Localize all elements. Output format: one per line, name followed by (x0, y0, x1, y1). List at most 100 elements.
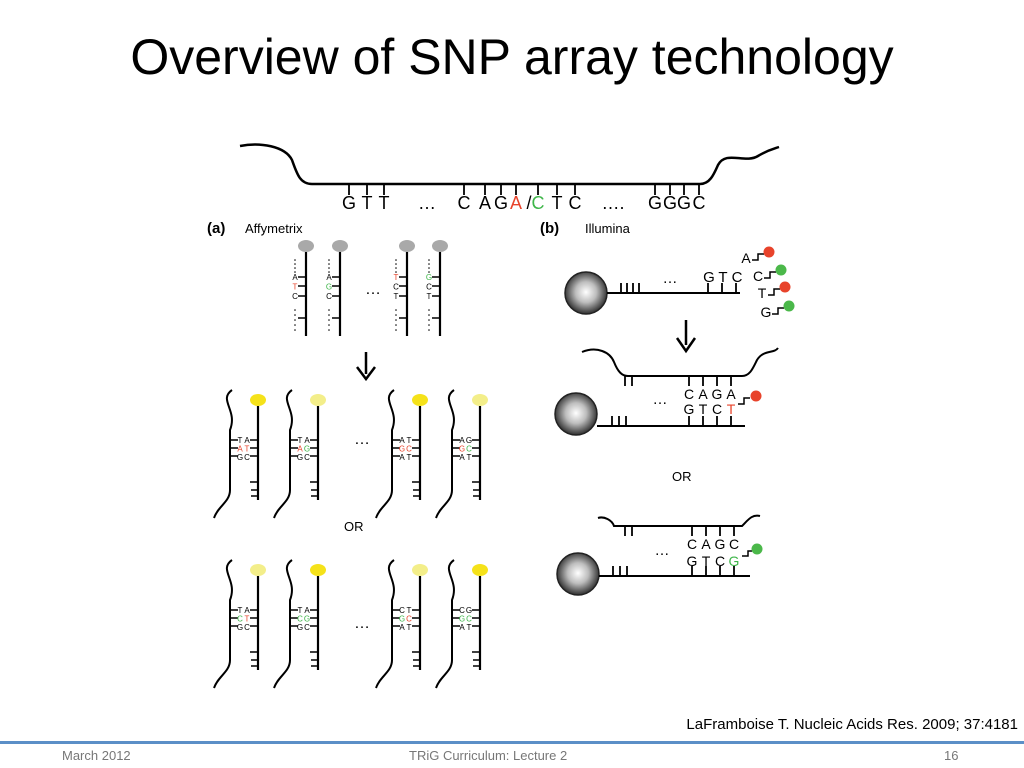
target-base: A (297, 445, 303, 454)
linker (742, 550, 752, 557)
sequence-base: G (494, 193, 508, 213)
sequence-base: G (677, 193, 691, 213)
dye (783, 300, 795, 312)
dot (395, 267, 397, 269)
dot (328, 271, 330, 273)
ellipsis-hyb-top: … (354, 431, 370, 448)
target-base: T (298, 436, 303, 445)
dot (395, 319, 397, 321)
dot (294, 329, 296, 331)
probe-base: T (293, 283, 298, 292)
target-base: T (298, 606, 303, 615)
probe-base: T (702, 553, 711, 569)
probe-base: C (244, 453, 250, 462)
dot (395, 271, 397, 273)
fluorescent-dye (250, 564, 266, 576)
sequence-base: / (526, 193, 531, 213)
dot (395, 309, 397, 311)
dot (428, 329, 430, 331)
probe-base: C (406, 615, 412, 624)
dot (294, 314, 296, 316)
probe-base: A (244, 436, 250, 445)
dot (328, 259, 330, 261)
sequence-base: T (362, 193, 373, 213)
template-base: A (701, 536, 711, 552)
sequence-base: A (510, 193, 522, 213)
target-base: A (399, 436, 405, 445)
probe-base: A (326, 273, 332, 282)
template-base: C (684, 386, 694, 402)
probe-base: C (393, 283, 399, 292)
affymetrix-probe: TCT (393, 240, 415, 336)
slide-title: Overview of SNP array technology (130, 29, 894, 85)
target-base: G (237, 623, 243, 632)
sequence-base: … (418, 193, 436, 213)
sequence-base: C (458, 193, 471, 213)
target-strand (435, 389, 455, 519)
linker (738, 397, 750, 405)
target-strand (375, 559, 395, 689)
linker (752, 253, 764, 261)
dot (294, 319, 296, 321)
probe-base: G (684, 401, 695, 417)
genomic-dna-ticks (348, 184, 700, 195)
dot (328, 319, 330, 321)
target-base: T (238, 436, 243, 445)
probe-cap (399, 240, 415, 252)
bead (564, 271, 608, 315)
probe-base: C (732, 269, 743, 286)
probe-base: T (467, 453, 472, 462)
target-strand (273, 559, 293, 689)
probe-base: C (304, 623, 310, 632)
template-base: G (712, 386, 723, 402)
target-strand (375, 389, 395, 519)
dot (328, 324, 330, 326)
probe-base: G (304, 445, 310, 454)
dot (328, 314, 330, 316)
target-base: G (399, 615, 405, 624)
target-strand (213, 559, 233, 689)
probe-base: C (426, 283, 432, 292)
down-arrow-icon (356, 352, 376, 382)
template-base: C (729, 536, 739, 552)
dot (328, 263, 330, 265)
template-strand (581, 347, 779, 377)
dot (428, 263, 430, 265)
probe-base: G (304, 615, 310, 624)
dye (763, 246, 775, 258)
nucleotide: G (761, 304, 772, 320)
probe-base: T (394, 273, 399, 282)
bead (554, 392, 598, 436)
probe-base: T (394, 292, 399, 301)
sequence-base: A (479, 193, 491, 213)
sequence-base: C (693, 193, 706, 213)
target-base: G (297, 453, 303, 462)
panel-label-a: (a) (207, 220, 225, 237)
affymetrix-probe: ATC (292, 240, 314, 336)
dot (328, 329, 330, 331)
probe-base: A (304, 606, 310, 615)
template-base: A (698, 386, 708, 402)
probe-base: T (245, 445, 250, 454)
ellipsis-hyb-bottom: … (354, 615, 370, 632)
target-base: C (399, 606, 405, 615)
dot (428, 319, 430, 321)
target-base: C (297, 615, 303, 624)
dye (750, 390, 762, 402)
probe-base: T (467, 623, 472, 632)
dye (779, 281, 791, 293)
probe-base: C (326, 292, 332, 301)
probe-base: G (466, 436, 472, 445)
probe-base: T (727, 401, 736, 417)
affymetrix-probe: GCT (426, 240, 448, 336)
or-label-affymetrix: OR (344, 519, 364, 534)
probe-base: T (407, 623, 412, 632)
dot (294, 309, 296, 311)
probe-base: C (466, 445, 472, 454)
probe-base: G (326, 283, 332, 292)
